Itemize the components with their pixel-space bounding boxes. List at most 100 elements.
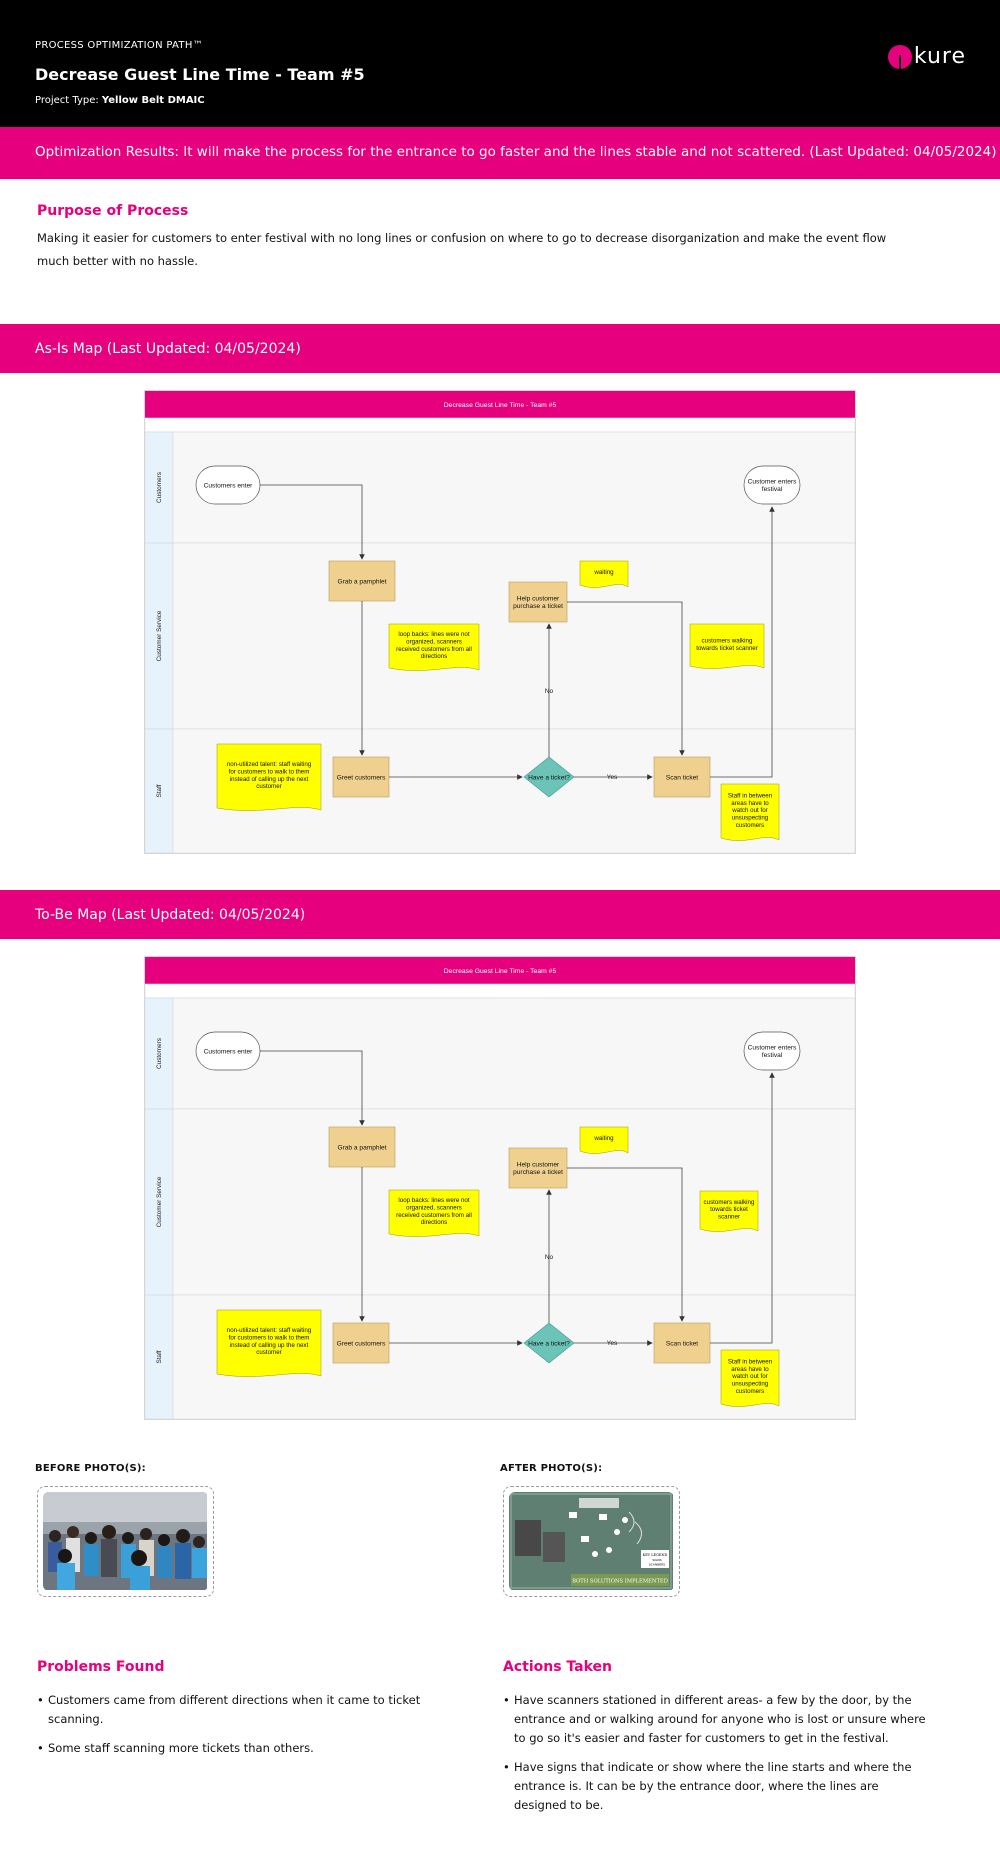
as-is-title: As-Is Map (Last Updated: 04/05/2024) (35, 341, 301, 357)
logo-mark-icon (887, 44, 912, 69)
lane-label: Customers (156, 1038, 163, 1069)
lane-body (172, 431, 855, 544)
lane-header (145, 431, 174, 544)
grab-pamphlet-node-text: Grab a pamphlet (337, 1144, 386, 1151)
project-type-value: Yellow Belt DMAIC (101, 95, 205, 106)
greet-customers-node (332, 1322, 390, 1364)
purpose-heading: Purpose of Process (37, 203, 189, 219)
walking-note (689, 623, 765, 669)
waiting-note (579, 560, 629, 588)
customers-enter-node-text: Customers enter (204, 482, 254, 489)
customer-enters-festival-node (743, 465, 801, 505)
after-legend-signs: SIGNS (652, 1558, 661, 1562)
actions-list: Have scanners stationed in different are… (503, 1691, 933, 1825)
results-text: Optimization Results: It will make the p… (35, 144, 997, 160)
waiting-note (579, 1126, 629, 1154)
map-subheader (145, 983, 855, 999)
waiting-note-text: waiting (593, 569, 614, 576)
grab-pamphlet-node (328, 560, 396, 602)
project-type: Project Type: Yellow Belt DMAIC (35, 95, 205, 106)
before-photo[interactable] (37, 1486, 214, 1597)
lane-label: Staff (156, 1350, 163, 1363)
as-is-flowchart: Decrease Guest Line Time - Team #5 Custom… (145, 391, 855, 853)
project-type-label: Project Type: (35, 95, 99, 106)
action-item: Have scanners stationed in different are… (503, 1691, 933, 1748)
lane-label: Staff (156, 784, 163, 797)
to-be-flowchart: Decrease Guest Line Time - Team #5 Custom… (145, 957, 855, 1419)
customers-enter-node-text: Customers enter (204, 1048, 254, 1055)
arrow-help-to-scan (567, 601, 685, 756)
greet-customers-node-text: Greet customers (337, 774, 386, 781)
after-photo[interactable]: KEY LEGEND SIGNS SCANNERS BOTH SOLUTIONS… (503, 1486, 680, 1597)
loop-backs-note (388, 1189, 480, 1237)
scan-ticket-node (653, 1322, 711, 1364)
lane-header (145, 997, 174, 1110)
to-be-bar: To-Be Map (Last Updated: 04/05/2024) (0, 890, 1000, 939)
arrow-enter-to-pamphlet (260, 1050, 365, 1126)
lane-header (145, 1294, 174, 1419)
purpose-text: Making it easier for customers to enter … (37, 231, 887, 268)
kure-logo[interactable]: kure (887, 44, 966, 69)
problem-item: Customers came from different directions… (37, 1691, 447, 1729)
page-header: PROCESS OPTIMIZATION PATH™ Decrease Gues… (0, 0, 1000, 127)
no-label: No (545, 688, 554, 695)
before-photo-image (43, 1492, 208, 1591)
help-customer-node (508, 1147, 568, 1189)
arrow-help-to-scan (567, 1167, 685, 1322)
grab-pamphlet-node (328, 1126, 396, 1168)
waiting-note-text: waiting (593, 1135, 614, 1142)
header-eyebrow: PROCESS OPTIMIZATION PATH™ (35, 40, 203, 51)
have-ticket-node (523, 756, 575, 798)
problems-list: Customers came from different directions… (37, 1691, 447, 1768)
greet-customers-node-text: Greet customers (337, 1340, 386, 1347)
customer-enters-festival-node (743, 1031, 801, 1071)
map-title: Decrease Guest Line Time - Team #5 (444, 402, 557, 409)
lane-header (145, 542, 174, 730)
scan-ticket-node-text: Scan ticket (666, 1340, 698, 1347)
yes-label: Yes (607, 774, 617, 781)
lane-header (145, 728, 174, 853)
scan-ticket-node-text: Scan ticket (666, 774, 698, 781)
map-title-bar (145, 391, 855, 418)
greet-customers-node (332, 756, 390, 798)
staff-between-note (720, 783, 780, 841)
arrow-scan-to-festival (710, 506, 775, 778)
page-title: Decrease Guest Line Time - Team #5 (35, 65, 365, 84)
lane-label: Customer Service (156, 1176, 163, 1227)
actions-heading: Actions Taken (503, 1659, 613, 1675)
map-subheader (145, 417, 855, 433)
non-utilized-note (216, 743, 322, 811)
have-ticket-node-text: Have a ticket? (528, 774, 570, 781)
lane-label: Customer Service (156, 610, 163, 661)
non-utilized-note (216, 1309, 322, 1377)
map-title: Decrease Guest Line Time - Team #5 (444, 968, 557, 975)
action-item: Have signs that indicate or show where t… (503, 1758, 933, 1815)
as-is-bar: As-Is Map (Last Updated: 04/05/2024) (0, 324, 1000, 373)
lane-body (172, 997, 855, 1110)
problems-heading: Problems Found (37, 1659, 165, 1675)
loop-backs-note (388, 623, 480, 671)
grab-pamphlet-node-text: Grab a pamphlet (337, 578, 386, 585)
after-photo-label: AFTER PHOTO(S): (500, 1463, 603, 1474)
results-bar: Optimization Results: It will make the p… (0, 127, 1000, 179)
arrow-enter-to-pamphlet (260, 484, 365, 560)
after-legend-title: KEY LEGEND (643, 1553, 668, 1557)
no-label: No (545, 1254, 554, 1261)
to-be-title: To-Be Map (Last Updated: 04/05/2024) (35, 907, 306, 923)
as-is-map: Decrease Guest Line Time - Team #5 Custom… (144, 390, 856, 854)
walking-note (699, 1190, 759, 1232)
after-photo-banner: BOTH SOLUTIONS IMPLEMENTED (572, 1579, 668, 1585)
after-legend-scanners: SCANNERS (649, 1563, 666, 1567)
problem-item: Some staff scanning more tickets than ot… (37, 1739, 447, 1758)
have-ticket-node (523, 1322, 575, 1364)
